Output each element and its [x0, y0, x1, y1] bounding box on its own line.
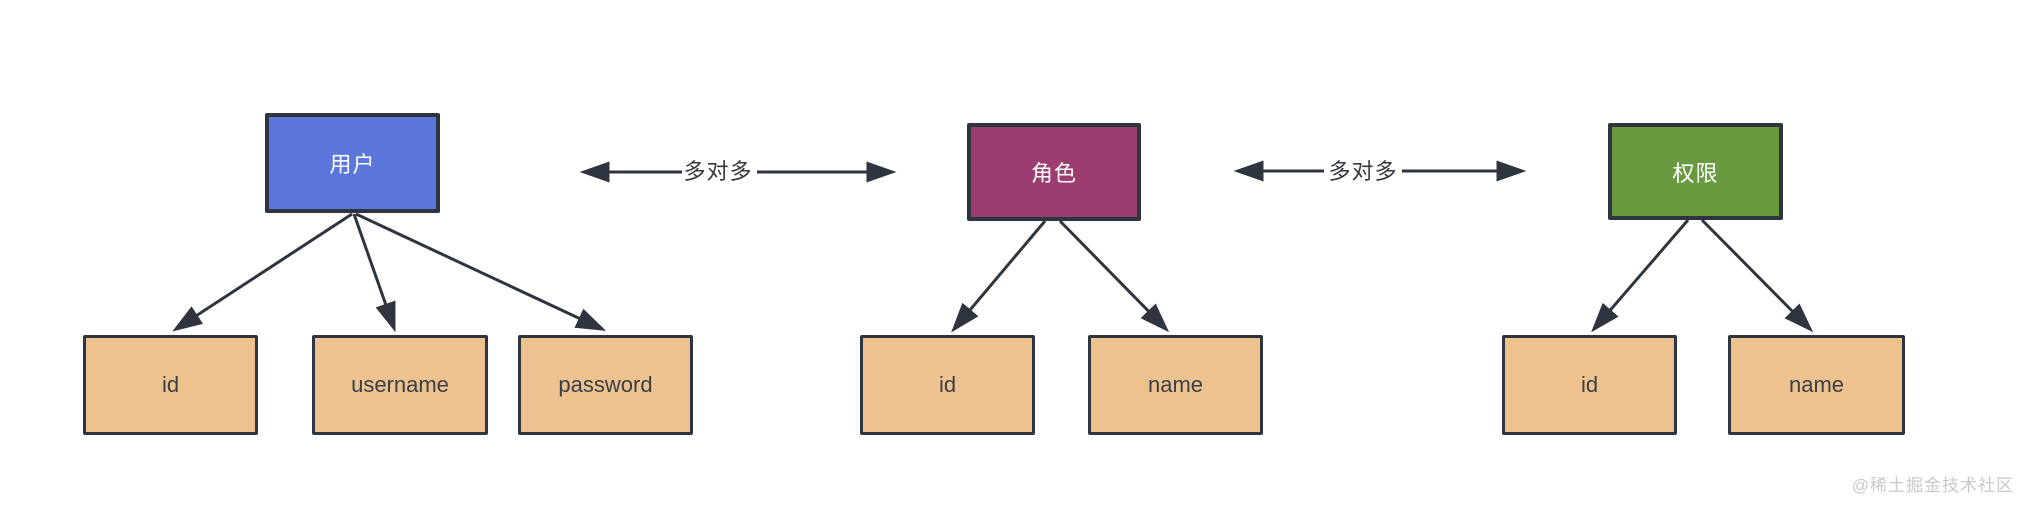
edge-user-username	[352, 213, 396, 333]
entity-permission[interactable]: 权限	[1608, 123, 1783, 220]
attribute-user-username[interactable]: username	[312, 335, 488, 435]
edge-perm-id	[1591, 219, 1690, 333]
edge-role-id	[951, 220, 1047, 333]
relation-label-role-permission: 多对多	[1328, 159, 1398, 184]
attribute-user-id-label: id	[161, 372, 180, 397]
attribute-user-id[interactable]: id	[83, 335, 258, 435]
entity-role-label: 角色	[1030, 161, 1077, 186]
attribute-permission-name-label: name	[1788, 372, 1845, 397]
watermark: @稀土掘金技术社区	[1851, 476, 2014, 495]
relation-label-user-role: 多对多	[683, 159, 753, 184]
attribute-permission-id-label: id	[1580, 372, 1599, 397]
entity-permission-label: 权限	[1672, 160, 1719, 186]
entity-user[interactable]: 用户	[265, 113, 440, 213]
attribute-permission-id[interactable]: id	[1502, 335, 1677, 435]
attribute-role-name-label: name	[1147, 372, 1204, 397]
entity-user-label: 用户	[329, 152, 376, 177]
edge-user-password	[355, 212, 607, 331]
entity-role[interactable]: 角色	[967, 123, 1141, 221]
attribute-role-id-label: id	[938, 372, 957, 397]
attribute-role-name[interactable]: name	[1088, 335, 1263, 435]
attribute-user-password-label: password	[558, 372, 653, 397]
edge-role-name	[1058, 219, 1170, 333]
attribute-permission-name[interactable]: name	[1728, 335, 1905, 435]
edge-perm-name	[1700, 218, 1814, 333]
edge-user-id	[172, 212, 353, 332]
attribute-user-username-label: username	[351, 372, 449, 397]
attribute-role-id[interactable]: id	[860, 335, 1035, 435]
attribute-user-password[interactable]: password	[518, 335, 693, 435]
